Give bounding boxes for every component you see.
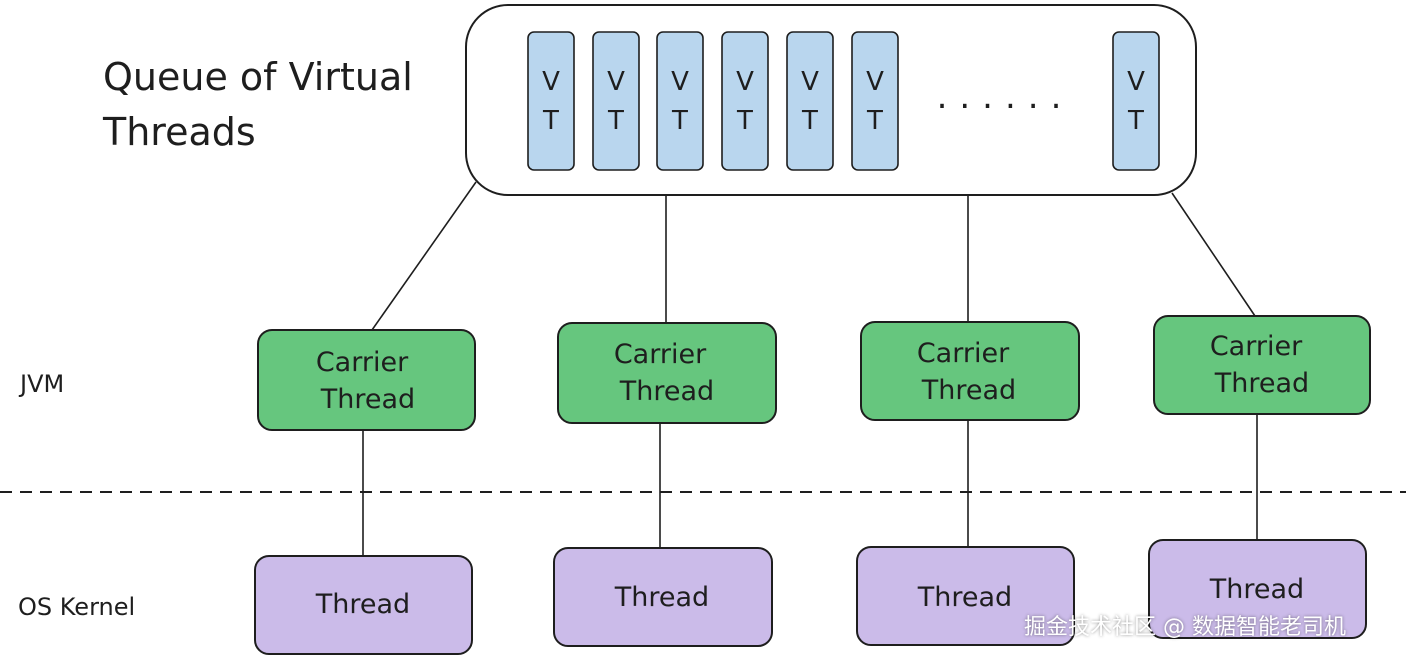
virtual-thread-1: V T [527, 31, 575, 171]
queue-ellipsis: ...... [937, 77, 1074, 117]
connector-queue-carrier-1 [371, 181, 477, 331]
os-thread-3: Thread [856, 546, 1075, 646]
vt-label-v: V [1127, 67, 1145, 97]
vt-label-t: T [736, 106, 753, 136]
connector-lines [362, 181, 1258, 556]
vt-label-t: T [607, 106, 624, 136]
os-thread-2: Thread [553, 547, 773, 647]
os-thread-label: Thread [917, 582, 1012, 613]
carrier-thread-2: Carrier Thread [557, 322, 777, 424]
queue-title-line2: Threads [102, 110, 256, 154]
connector-queue-carrier-4 [1171, 192, 1256, 317]
virtual-thread-list: V T V T V T V T V T V T V [527, 31, 1160, 171]
carrier-label-line2: Thread [320, 384, 415, 415]
virtual-thread-5: V T [786, 31, 834, 171]
queue-title-line1: Queue of Virtual [103, 55, 413, 99]
virtual-thread-4: V T [721, 31, 769, 171]
os-thread-label: Thread [315, 589, 410, 620]
carrier-thread-4: Carrier Thread [1153, 315, 1371, 415]
virtual-thread-last: V T [1112, 31, 1160, 171]
carrier-label-line1: Carrier [917, 338, 1010, 369]
carrier-label-line1: Carrier [316, 347, 409, 378]
vt-label-t: T [671, 106, 688, 136]
carrier-thread-3: Carrier Thread [860, 321, 1080, 421]
carrier-label-line2: Thread [619, 376, 714, 407]
carrier-label-line1: Carrier [614, 339, 707, 370]
os-thread-label: Thread [614, 582, 709, 613]
vt-label-v: V [736, 67, 754, 97]
watermark-text: 掘金技术社区 @ 数据智能老司机 [1024, 615, 1346, 640]
os-thread-label: Thread [1209, 574, 1304, 605]
vt-label-v: V [542, 67, 560, 97]
vt-label-t: T [1127, 106, 1144, 136]
carrier-label-line1: Carrier [1210, 331, 1303, 362]
os-thread-1: Thread [254, 555, 473, 655]
carrier-label-line2: Thread [921, 375, 1016, 406]
vt-label-v: V [671, 67, 689, 97]
vt-label-t: T [866, 106, 883, 136]
vt-label-v: V [607, 67, 625, 97]
os-thread-4: Thread [1148, 539, 1367, 639]
vt-label-v: V [801, 67, 819, 97]
layer-label-jvm: JVM [18, 370, 64, 398]
vt-label-t: T [542, 106, 559, 136]
virtual-thread-6: V T [851, 31, 899, 171]
carrier-label-line2: Thread [1214, 368, 1309, 399]
vt-label-t: T [801, 106, 818, 136]
virtual-thread-3: V T [656, 31, 704, 171]
vt-label-v: V [866, 67, 884, 97]
layer-label-os-kernel: OS Kernel [18, 593, 135, 621]
carrier-thread-1: Carrier Thread [257, 329, 476, 431]
virtual-thread-2: V T [592, 31, 640, 171]
